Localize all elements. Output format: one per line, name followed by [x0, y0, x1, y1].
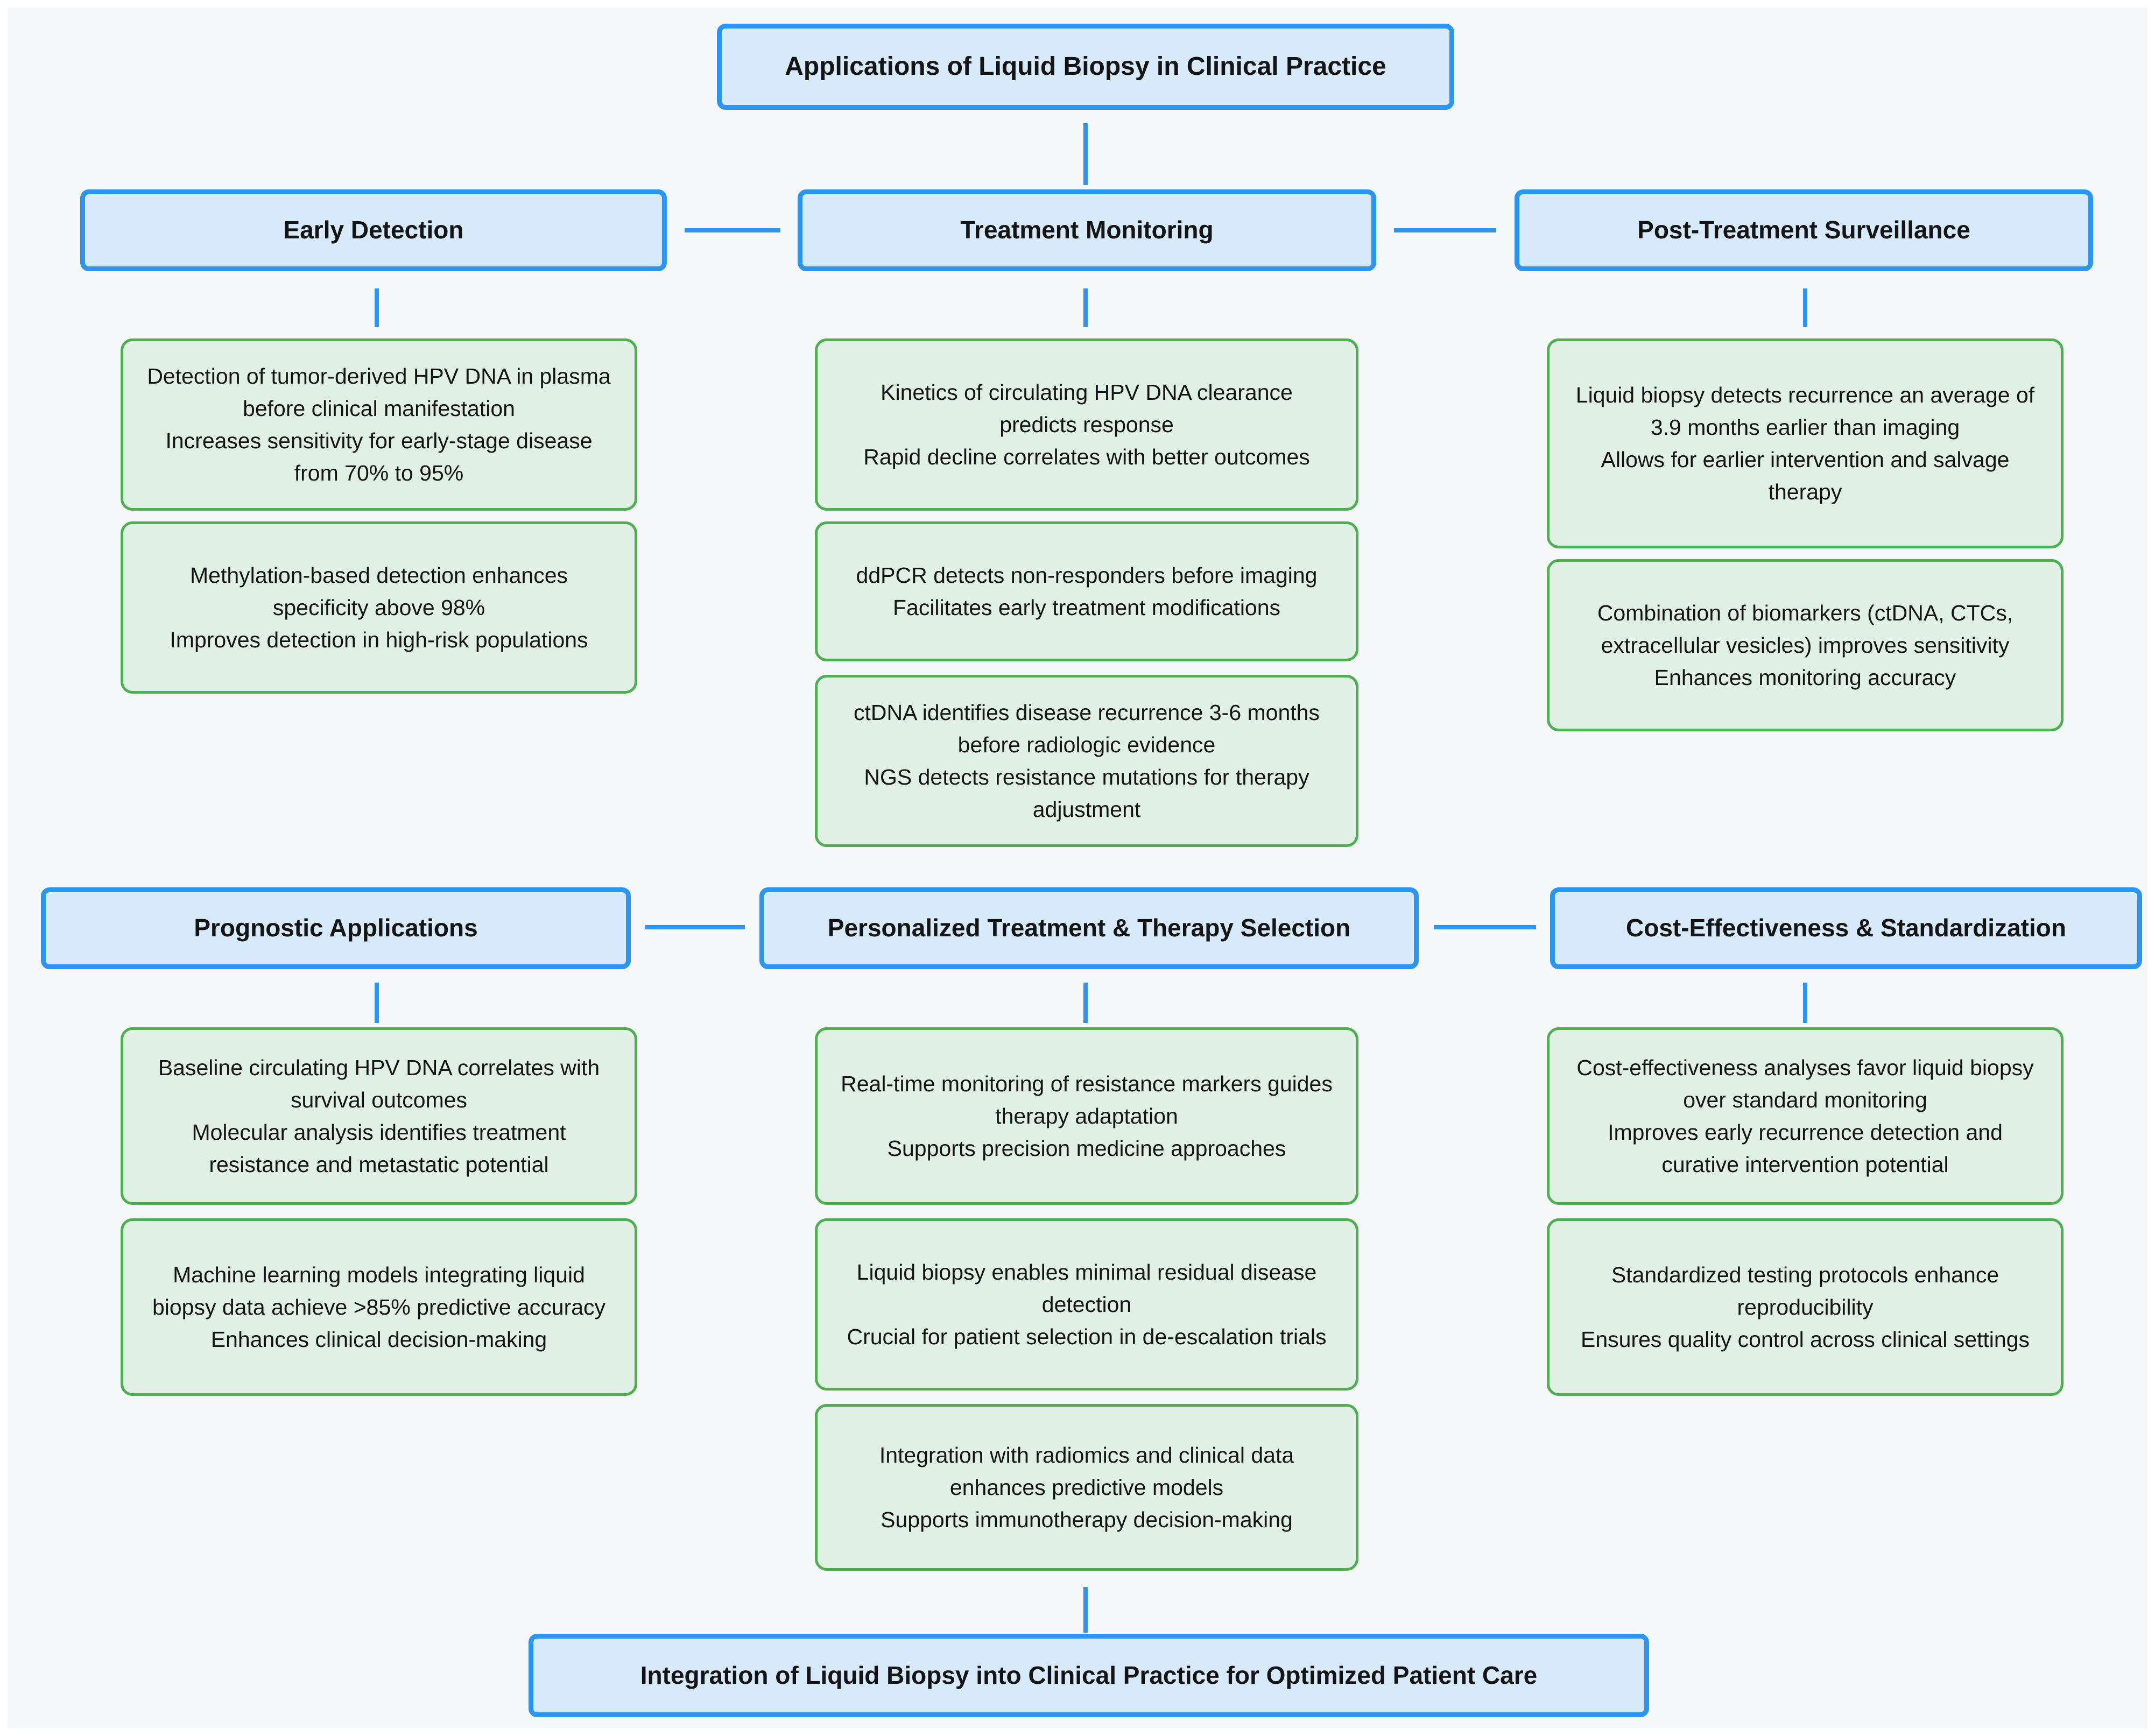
statement: Integration with radiomics and clinical … — [879, 1443, 1294, 1500]
statement: Detection of tumor-derived HPV DNA in pl… — [147, 364, 611, 421]
connector-personalized-down — [1083, 983, 1088, 1023]
connector-personalized-to-cost — [1434, 925, 1536, 929]
statement: Machine learning models integrating liqu… — [152, 1262, 606, 1319]
header-early-detection: Early Detection — [80, 189, 667, 271]
connector-prognostic-to-personalized — [645, 925, 745, 929]
card-prognostic-2: Machine learning models integrating liqu… — [121, 1218, 637, 1396]
card-early-detection-2: Methylation-based detection enhances spe… — [121, 521, 637, 694]
statement: Ensures quality control across clinical … — [1580, 1327, 2030, 1352]
card-post-treatment-1: Liquid biopsy detects recurrence an aver… — [1547, 338, 2064, 548]
card-post-treatment-2: Combination of biomarkers (ctDNA, CTCs, … — [1547, 559, 2064, 731]
card-treatment-monitoring-3: ctDNA identifies disease recurrence 3-6 … — [815, 675, 1358, 847]
card-personalized-3: Integration with radiomics and clinical … — [815, 1404, 1358, 1571]
statement: ctDNA identifies disease recurrence 3-6 … — [854, 700, 1320, 757]
statement: NGS detects resistance mutations for the… — [864, 765, 1309, 822]
header-prognostic-applications: Prognostic Applications — [41, 887, 631, 969]
statement: ddPCR detects non-responders before imag… — [856, 563, 1318, 588]
statement: Methylation-based detection enhances spe… — [189, 563, 568, 620]
header-personalized-treatment-label: Personalized Treatment & Therapy Selecti… — [827, 914, 1351, 942]
connector-post-treatment-down — [1803, 288, 1807, 327]
header-cost-effectiveness-label: Cost-Effectiveness & Standardization — [1626, 914, 2066, 942]
connector-personalized-to-footer — [1083, 1587, 1088, 1633]
connector-prognostic-down — [375, 983, 379, 1023]
statement: Liquid biopsy enables minimal residual d… — [856, 1260, 1317, 1317]
card-cost-effectiveness-1: Cost-effectiveness analyses favor liquid… — [1547, 1027, 2064, 1205]
connector-monitoring-to-surveillance — [1394, 228, 1496, 232]
statement: Facilitates early treatment modification… — [892, 595, 1281, 620]
statement: Rapid decline correlates with better out… — [863, 444, 1310, 469]
header-post-treatment-surveillance: Post-Treatment Surveillance — [1515, 189, 2093, 271]
statement: Supports immunotherapy decision-making — [881, 1507, 1293, 1532]
statement: Standardized testing protocols enhance r… — [1611, 1262, 1999, 1319]
statement: Molecular analysis identifies treatment … — [192, 1120, 566, 1177]
statement: Improves early recurrence detection and … — [1608, 1120, 2003, 1177]
header-prognostic-applications-label: Prognostic Applications — [194, 914, 478, 942]
statement: Cost-effectiveness analyses favor liquid… — [1576, 1055, 2034, 1112]
header-post-treatment-surveillance-label: Post-Treatment Surveillance — [1637, 216, 1970, 244]
statement: Combination of biomarkers (ctDNA, CTCs, … — [1597, 601, 2013, 658]
connector-treatment-monitoring-down — [1083, 288, 1088, 327]
card-cost-effectiveness-2: Standardized testing protocols enhance r… — [1547, 1218, 2064, 1396]
card-treatment-monitoring-2: ddPCR detects non-responders before imag… — [815, 521, 1358, 661]
card-prognostic-1: Baseline circulating HPV DNA correlates … — [121, 1027, 637, 1205]
connector-early-to-monitoring — [685, 228, 780, 232]
header-treatment-monitoring: Treatment Monitoring — [798, 189, 1376, 271]
diagram-title-node: Applications of Liquid Biopsy in Clinica… — [717, 24, 1454, 110]
header-early-detection-label: Early Detection — [283, 216, 464, 244]
connector-title-to-treatment-monitoring — [1083, 123, 1088, 185]
connector-cost-down — [1803, 983, 1807, 1023]
connector-early-detection-down — [375, 288, 379, 327]
diagram-footer: Integration of Liquid Biopsy into Clinic… — [640, 1661, 1538, 1689]
card-treatment-monitoring-1: Kinetics of circulating HPV DNA clearanc… — [815, 338, 1358, 511]
header-cost-effectiveness: Cost-Effectiveness & Standardization — [1550, 887, 2142, 969]
statement: Enhances clinical decision-making — [210, 1327, 547, 1352]
header-treatment-monitoring-label: Treatment Monitoring — [960, 216, 1214, 244]
statement: Baseline circulating HPV DNA correlates … — [158, 1055, 600, 1112]
statement: Kinetics of circulating HPV DNA clearanc… — [881, 380, 1293, 437]
statement: Improves detection in high-risk populati… — [170, 627, 588, 652]
statement: Enhances monitoring accuracy — [1654, 665, 1956, 690]
card-personalized-1: Real-time monitoring of resistance marke… — [815, 1027, 1358, 1205]
diagram-footer-node: Integration of Liquid Biopsy into Clinic… — [529, 1634, 1649, 1717]
card-early-detection-1: Detection of tumor-derived HPV DNA in pl… — [121, 338, 637, 511]
statement: Liquid biopsy detects recurrence an aver… — [1575, 383, 2035, 440]
statement: Real-time monitoring of resistance marke… — [841, 1071, 1333, 1128]
statement: Crucial for patient selection in de-esca… — [847, 1324, 1327, 1349]
header-personalized-treatment: Personalized Treatment & Therapy Selecti… — [759, 887, 1419, 969]
diagram-title: Applications of Liquid Biopsy in Clinica… — [785, 52, 1386, 81]
statement: Supports precision medicine approaches — [887, 1136, 1286, 1161]
statement: Allows for earlier intervention and salv… — [1601, 447, 2010, 504]
statement: Increases sensitivity for early-stage di… — [165, 428, 593, 485]
card-personalized-2: Liquid biopsy enables minimal residual d… — [815, 1218, 1358, 1391]
